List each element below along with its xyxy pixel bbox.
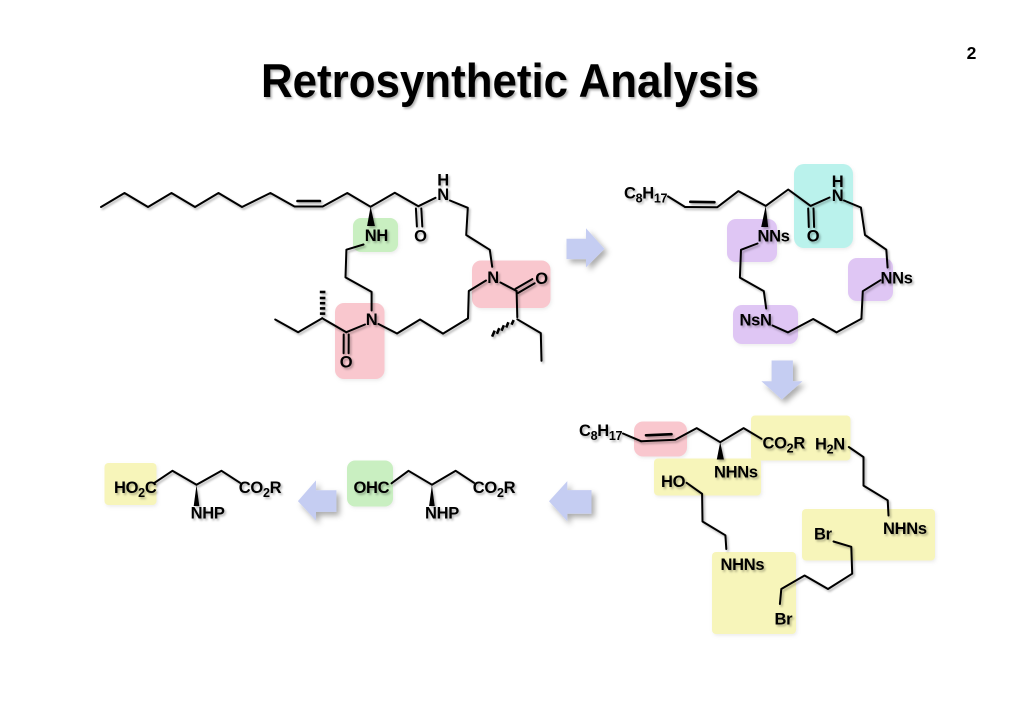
svg-text:O: O: [807, 227, 820, 245]
svg-text:HO: HO: [661, 473, 686, 491]
svg-text:Br: Br: [814, 526, 833, 544]
svg-text:NHNs: NHNs: [714, 463, 758, 481]
svg-text:H2N: H2N: [815, 436, 845, 457]
svg-text:O: O: [340, 354, 353, 372]
svg-text:NsN: NsN: [740, 311, 772, 329]
svg-text:NNs: NNs: [758, 228, 790, 246]
svg-text:NH: NH: [365, 227, 388, 245]
svg-text:2: 2: [967, 43, 977, 63]
svg-text:HO2C: HO2C: [114, 479, 157, 500]
svg-text:C8H17: C8H17: [624, 185, 668, 206]
svg-text:OHC: OHC: [354, 479, 390, 497]
svg-text:H: H: [437, 172, 449, 190]
svg-text:H: H: [832, 173, 844, 191]
svg-text:Retrosynthetic Analysis: Retrosynthetic Analysis: [261, 54, 759, 107]
svg-text:NHP: NHP: [425, 504, 459, 522]
svg-text:O: O: [414, 228, 427, 246]
svg-text:N: N: [366, 311, 378, 329]
svg-text:N: N: [487, 269, 499, 287]
svg-text:C8H17: C8H17: [579, 422, 623, 443]
svg-text:CO2R: CO2R: [239, 479, 282, 500]
svg-text:NNs: NNs: [881, 270, 913, 288]
svg-text:NHNs: NHNs: [883, 520, 927, 538]
svg-text:N: N: [832, 187, 844, 205]
svg-text:Br: Br: [775, 611, 794, 629]
svg-text:O: O: [535, 270, 548, 288]
svg-text:N: N: [437, 186, 449, 204]
svg-text:CO2R: CO2R: [763, 435, 806, 456]
svg-text:CO2R: CO2R: [473, 479, 516, 500]
svg-text:NHNs: NHNs: [721, 556, 765, 574]
svg-text:NHP: NHP: [191, 504, 225, 522]
